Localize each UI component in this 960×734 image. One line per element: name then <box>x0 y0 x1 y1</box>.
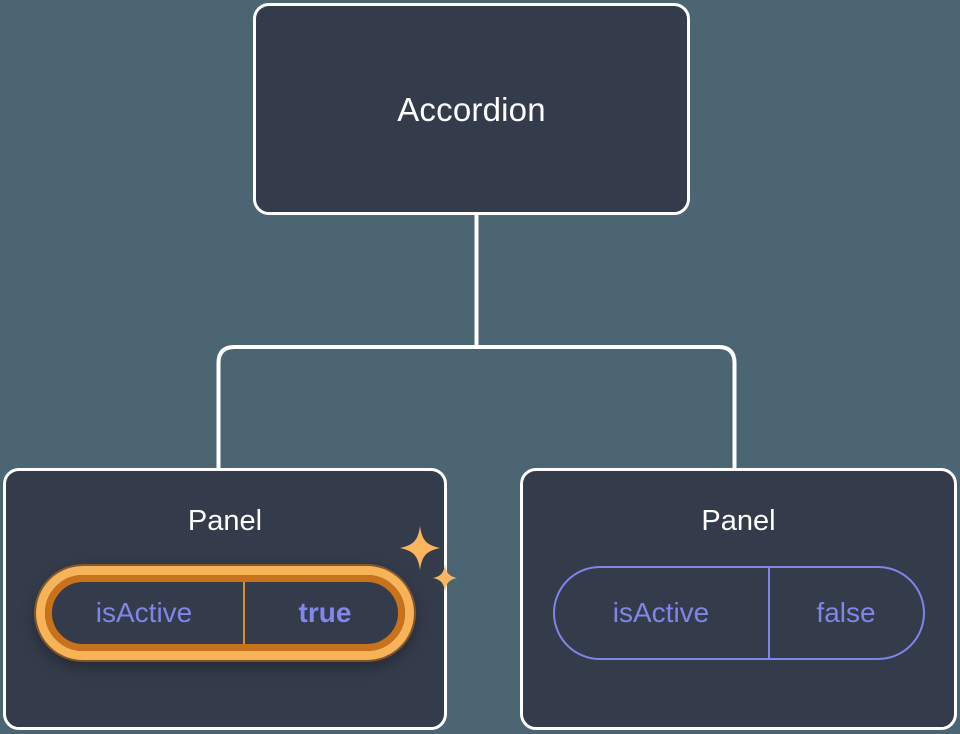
sparkle-icon <box>400 526 440 570</box>
prop-value-true: true <box>298 597 352 628</box>
prop-pill-active[interactable]: isActive true <box>36 566 414 660</box>
prop-pill-inactive[interactable]: isActive false <box>552 566 925 660</box>
prop-name-isactive: isActive <box>555 568 770 658</box>
node-panel-active[interactable]: Panel isActive true <box>3 468 457 730</box>
connector-branch-bar <box>216 345 737 468</box>
node-panel-inactive[interactable]: Panel isActive false <box>520 468 957 730</box>
prop-value-false: false <box>816 597 876 628</box>
prop-name-isactive: isActive <box>45 575 245 651</box>
prop-pill-active-wrap: isActive true <box>36 526 457 660</box>
prop-pill-inactive-wrap: isActive false <box>552 566 925 660</box>
node-accordion-title: Accordion <box>397 90 546 128</box>
node-panel-active-title: Panel <box>187 505 263 537</box>
node-accordion[interactable]: Accordion <box>253 3 690 215</box>
node-panel-inactive-title: Panel <box>701 505 776 537</box>
